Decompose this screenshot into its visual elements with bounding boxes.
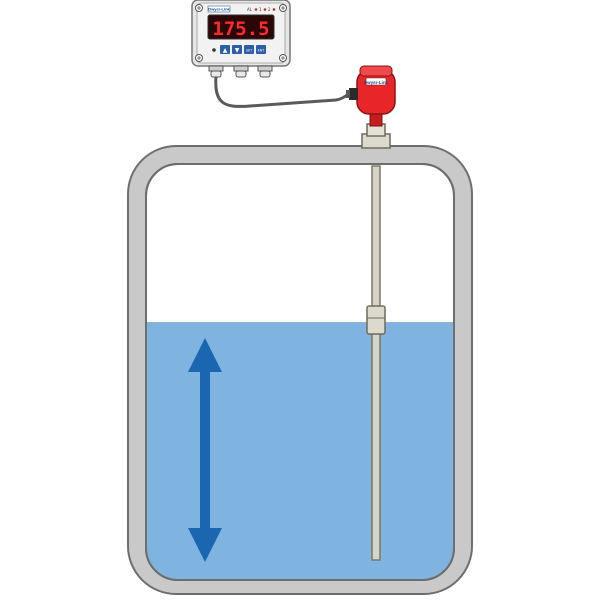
cable-gland-right	[257, 65, 273, 78]
digital-readout-value: 175.5	[212, 18, 269, 40]
indicator-label-1: 1	[259, 7, 262, 12]
signal-cable	[214, 74, 350, 108]
liquid-fill	[146, 322, 454, 580]
screw-icon	[195, 54, 203, 62]
display-unit: Dwyer-Link AL 1 2 175.5 ▲ ▼ SET ENT	[191, 0, 291, 67]
probe-rod	[371, 165, 381, 561]
indicator-label-al: AL	[247, 7, 253, 12]
display-brand-label: Dwyer-Link	[208, 7, 230, 12]
tank-inner-outline	[145, 163, 455, 581]
up-key[interactable]	[220, 45, 230, 54]
sensor-brand-label: Dwyer-Link	[364, 80, 389, 85]
float	[366, 305, 386, 335]
set-key[interactable]	[244, 45, 254, 54]
screw-icon	[279, 4, 287, 12]
down-key[interactable]	[232, 45, 242, 54]
set-key-label: SET	[246, 49, 253, 53]
enter-key-label: ENT	[258, 49, 266, 53]
enter-key[interactable]	[256, 45, 266, 54]
cable-gland-left	[208, 65, 224, 78]
sensor-head: Dwyer-Link	[346, 65, 396, 127]
up-arrow-icon: ▲	[223, 47, 228, 54]
double-headed-vertical-arrow-icon	[188, 338, 222, 562]
down-arrow-icon: ▼	[235, 47, 240, 54]
keypad: ▲ ▼ SET ENT	[220, 45, 266, 54]
indicator-label-2: 2	[268, 7, 271, 12]
cable-gland-middle	[233, 65, 249, 78]
screw-icon	[195, 4, 203, 12]
digital-readout-window	[207, 14, 275, 40]
sensor-mount	[361, 123, 391, 149]
screw-icon	[279, 54, 287, 62]
